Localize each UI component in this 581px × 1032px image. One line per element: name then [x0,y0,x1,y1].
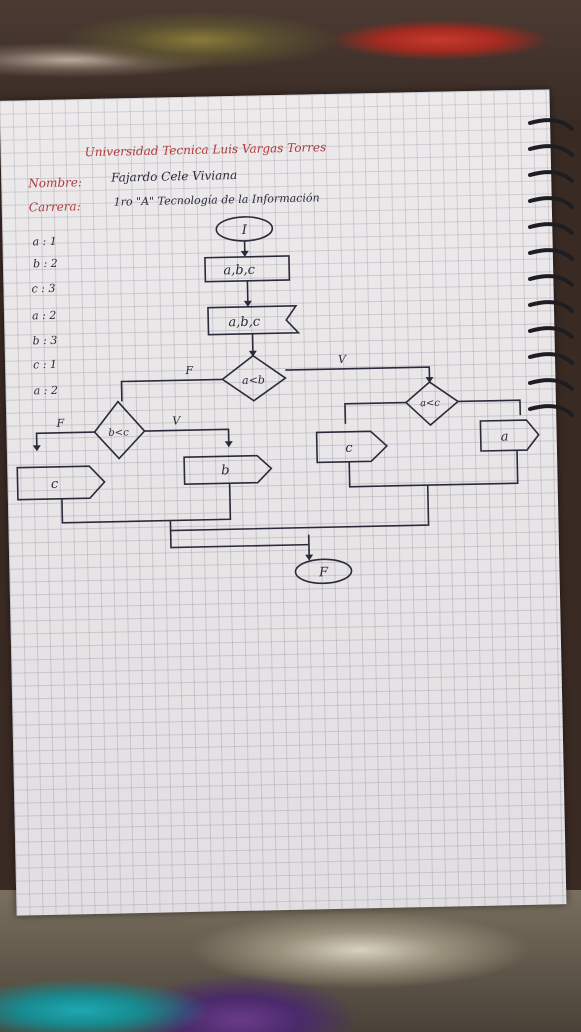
output-a-label: a [501,429,509,444]
variable-line: c : 1 [33,358,57,371]
merge-right-line [348,450,519,488]
arrow-icon [243,300,252,307]
true-label-main: V [338,353,347,366]
merge-right-down [169,485,430,532]
university-title: Universidad Tecnica Luis Vargas Torres [85,140,327,159]
decision-right [404,381,460,427]
input-label: a,b,c [223,263,256,279]
decision-right-label: a<c [420,398,441,409]
end-terminal [294,558,353,585]
notebook-spiral [528,118,574,417]
output-c-left [16,465,106,501]
true-branch-right [457,399,522,416]
variable-line: c : 3 [31,282,55,295]
decision-main-label: a<b [242,374,265,387]
output-b [183,454,273,486]
false-label-left: F [55,417,64,430]
merge-left-line [61,483,232,524]
name-value: Fajardo Cele Viviana [110,168,237,185]
true-label-left: V [172,414,181,427]
start-label: I [241,223,248,238]
variable-line: a : 1 [32,235,57,249]
variable-line: b : 2 [33,257,58,271]
true-branch-left [144,428,230,447]
output-c-right-label: c [345,441,353,456]
arrow-icon [32,445,41,452]
final-join-line [169,530,309,549]
variable-line: a : 2 [32,309,57,323]
career-label: Carrera: [29,199,81,214]
false-branch-left [35,431,95,451]
arrow-icon [305,554,314,561]
false-branch-right [344,401,407,424]
false-branch-line [120,378,223,402]
true-branch-line [285,366,431,383]
arrow-icon [425,376,434,384]
arrow-icon [240,250,249,257]
output-c-right [315,430,389,464]
variable-line: a : 2 [34,384,59,398]
output-b-label: b [221,463,230,478]
career-value: 1ro "A" Tecnología de la Información [114,191,320,208]
decision-left [93,400,146,460]
decision-main [221,354,287,402]
variable-line: b : 3 [32,334,57,348]
arrow-icon [224,441,233,448]
arrow-icon [248,350,257,357]
output-box [207,305,301,336]
output-a [479,419,540,452]
decision-left-label: b<c [108,427,129,438]
name-label: Nombre: [27,175,82,190]
output-label: a,b,c [228,315,261,331]
end-label: F [318,565,329,580]
false-label-main: F [184,364,193,377]
output-c-left-label: c [51,477,59,492]
